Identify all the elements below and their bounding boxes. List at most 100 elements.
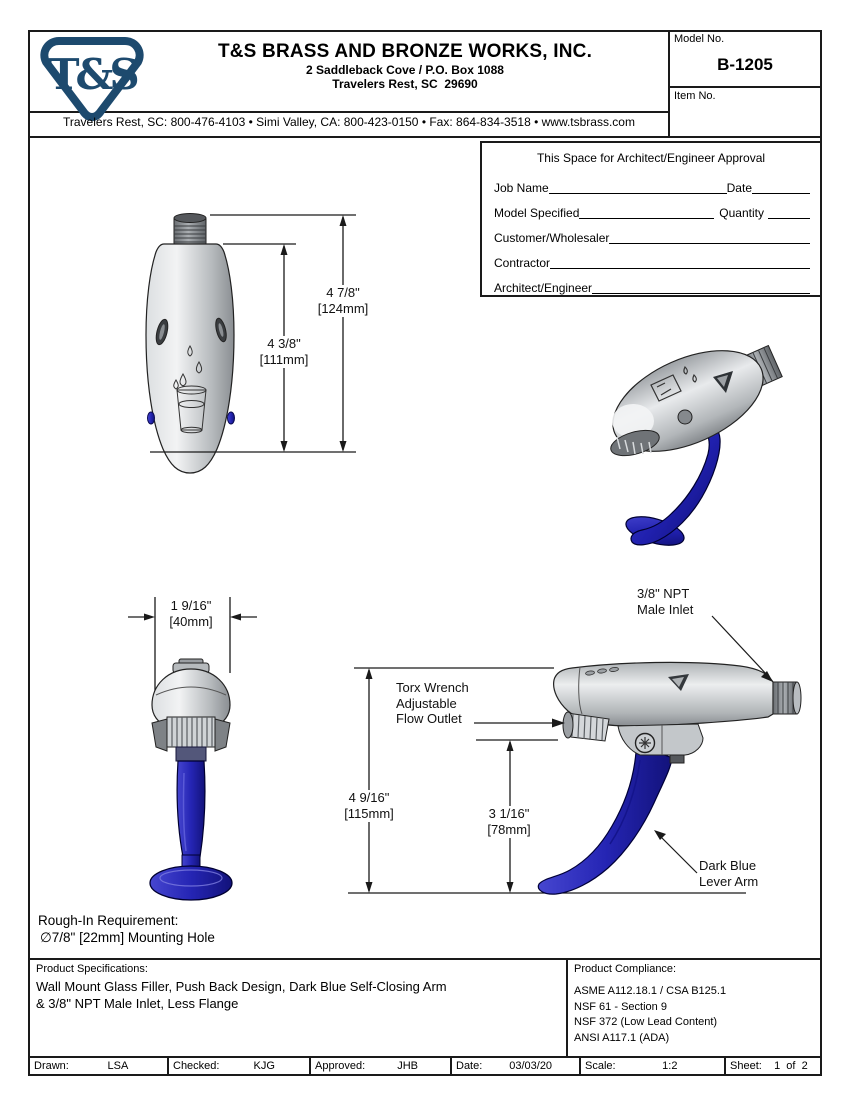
compliance-item: ASME A112.18.1 / CSA B125.1	[574, 985, 727, 997]
spec-compliance-divider	[566, 958, 568, 1058]
front-right-blue-nub	[227, 411, 235, 425]
ts-logo-text: T&S	[48, 50, 137, 99]
front-view-body	[145, 243, 235, 474]
dim-front-body-in: 4 3/8"	[267, 336, 301, 351]
dim-side-total: 4 9/16" [115mm]	[335, 790, 403, 822]
product-specs-line2: & 3/8" NPT Male Inlet, Less Flange	[36, 996, 239, 1011]
glass-icon	[173, 345, 207, 434]
footer-cell-date: Date: 03/03/20	[450, 1058, 579, 1074]
contractor-blank	[550, 255, 810, 269]
model-no-value: B-1205	[717, 55, 773, 74]
ts-logo-triangle	[40, 37, 144, 121]
footer-cell-scale: Scale: 1:2	[579, 1058, 724, 1074]
dim-front-total-in: 4 7/8"	[326, 285, 360, 300]
compliance-item: NSF 372 (Low Lead Content)	[574, 1016, 718, 1028]
model-no-label: Model No.	[674, 33, 725, 45]
dim-front-total-mm: [124mm]	[317, 301, 369, 316]
quantity-label: Quantity	[719, 206, 764, 220]
product-compliance-list: ASME A112.18.1 / CSA B125.1 NSF 61 - Sec…	[574, 984, 814, 1046]
front-view-inlet-nipple	[173, 213, 207, 246]
callout-inlet-line2: Male Inlet	[637, 601, 694, 617]
end-view-lever	[149, 760, 233, 901]
end-view-dimension-lines	[128, 597, 257, 701]
approved-value: JHB	[397, 1060, 418, 1072]
model-specified-blank	[579, 205, 715, 219]
product-specs-body: Wall Mount Glass Filler, Push Back Desig…	[36, 978, 556, 1012]
end-view-head	[151, 658, 231, 762]
iso-knurl-ring	[610, 429, 660, 457]
iso-view-drawing	[610, 344, 783, 546]
iso-glass-icon	[650, 365, 697, 402]
product-specs-line1: Wall Mount Glass Filler, Push Back Desig…	[36, 979, 447, 994]
compliance-item: ANSI A117.1 (ADA)	[574, 1031, 670, 1044]
dim-side-total-in: 4 9/16"	[348, 790, 390, 805]
front-left-blue-nub	[147, 411, 155, 425]
scale-value: 1:2	[662, 1060, 678, 1072]
side-view-screw	[634, 732, 656, 754]
dim-front-total: 4 7/8" [124mm]	[309, 285, 377, 317]
sheet-label: Sheet:	[730, 1060, 762, 1072]
iso-body	[610, 344, 783, 457]
dim-end-width: 1 9/16" [40mm]	[157, 598, 225, 630]
model-item-divider	[668, 86, 822, 88]
ts-logo: T&S	[40, 37, 144, 121]
footer-cell-drawn: Drawn: LSA	[30, 1058, 167, 1074]
architect-label: Architect/Engineer	[494, 281, 593, 295]
contact-line: Travelers Rest, SC: 800-476-4103 • Simi …	[63, 115, 635, 129]
approval-box: This Space for Architect/Engineer Approv…	[480, 141, 822, 297]
front-view-dimension-arrows	[280, 215, 347, 452]
date-label: Date	[726, 181, 752, 195]
side-view-flow-outlet	[562, 711, 610, 742]
side-view-leader-arrows	[552, 671, 773, 840]
side-view-inlet-threads	[772, 681, 802, 715]
drawn-label: Drawn:	[34, 1060, 69, 1072]
company-address-2: Travelers Rest, SC 29690	[332, 77, 478, 91]
dim-side-lever: 3 1/16" [78mm]	[475, 806, 543, 838]
product-specs-label: Product Specifications:	[36, 963, 148, 975]
customer-blank	[609, 230, 810, 244]
end-view-drawing	[128, 597, 257, 901]
scale-label: Scale:	[585, 1060, 616, 1072]
callout-outlet-line3: Flow Outlet	[396, 711, 462, 726]
dim-side-total-mm: [115mm]	[344, 806, 394, 821]
spec-top-line	[28, 958, 822, 960]
dim-end-width-mm: [40mm]	[169, 614, 213, 629]
job-name-label: Job Name	[494, 181, 549, 195]
rough-in-block: Rough-In Requirement: ∅7/8" [22mm] Mount…	[38, 912, 215, 946]
footer-cell-sheet: Sheet: 1 of 2	[724, 1058, 820, 1074]
side-view-lever-arm	[537, 751, 673, 895]
compliance-item: NSF 61 - Section 9	[574, 1000, 667, 1013]
end-view-dimension-arrows	[144, 613, 241, 621]
job-name-blank	[548, 180, 727, 194]
end-view-knurl	[166, 716, 216, 748]
side-view-housing	[617, 723, 704, 756]
customer-label: Customer/Wholesaler	[494, 231, 610, 245]
dim-front-body: 4 3/8" [111mm]	[250, 336, 318, 368]
dim-side-lever-mm: [78mm]	[487, 822, 531, 837]
approval-title: This Space for Architect/Engineer Approv…	[536, 151, 766, 165]
item-no-label: Item No.	[674, 90, 716, 102]
approved-label: Approved:	[315, 1060, 366, 1072]
checked-label: Checked:	[173, 1060, 220, 1072]
title-block-footer: Drawn: LSA Checked: KJG Approved: JHB Da…	[28, 1056, 822, 1076]
checked-value: KJG	[253, 1060, 275, 1072]
side-view-dimension-arrows	[365, 668, 514, 893]
callout-lever-line2: Lever Arm	[699, 873, 759, 889]
company-address-1: 2 Saddleback Cove / P.O. Box 1088	[306, 63, 504, 77]
contact-top-line	[28, 111, 670, 113]
front-view-drawing	[145, 213, 356, 474]
drawn-value: LSA	[107, 1060, 129, 1072]
dim-side-lever-in: 3 1/16"	[488, 806, 530, 821]
callout-lever: Dark Blue Lever Arm	[699, 858, 758, 889]
approval-row-architect: Architect/Engineer	[482, 273, 820, 295]
approval-row-job: Job Name Date	[482, 173, 820, 195]
company-name: T&S BRASS AND BRONZE WORKS, INC.	[217, 41, 593, 62]
side-view-pivot-pin	[669, 754, 685, 764]
callout-lever-line1: Dark Blue	[699, 858, 757, 873]
side-view-drawing	[348, 615, 802, 895]
callout-inlet-line1: 3/8" NPT	[637, 586, 690, 601]
date-label: Date:	[456, 1060, 483, 1072]
side-view-leader-lines	[474, 615, 769, 874]
